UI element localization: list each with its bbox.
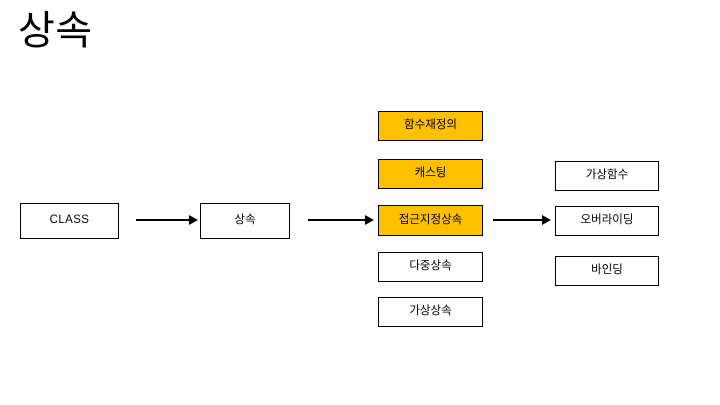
flow-node-binding[interactable]: 바인딩 [555, 256, 659, 286]
flow-node-casting[interactable]: 캐스팅 [378, 159, 483, 189]
flow-node-virtual-function[interactable]: 가상함수 [555, 161, 659, 191]
flow-node-class[interactable]: CLASS [20, 203, 119, 239]
flow-node-multiple-inheritance[interactable]: 다중상속 [378, 252, 483, 282]
arrow-right-icon [308, 213, 374, 227]
flow-node-access-specifier-inheritance[interactable]: 접근지정상속 [378, 205, 483, 236]
arrow-right-icon [136, 213, 198, 227]
arrow-right-icon [493, 213, 551, 227]
flow-node-inheritance[interactable]: 상속 [200, 203, 290, 239]
page-title: 상속 [18, 9, 93, 53]
flow-node-virtual-inheritance[interactable]: 가상상속 [378, 297, 483, 327]
flow-node-function-redefinition[interactable]: 함수재정의 [378, 111, 483, 141]
flow-node-overriding[interactable]: 오버라이딩 [555, 206, 659, 236]
